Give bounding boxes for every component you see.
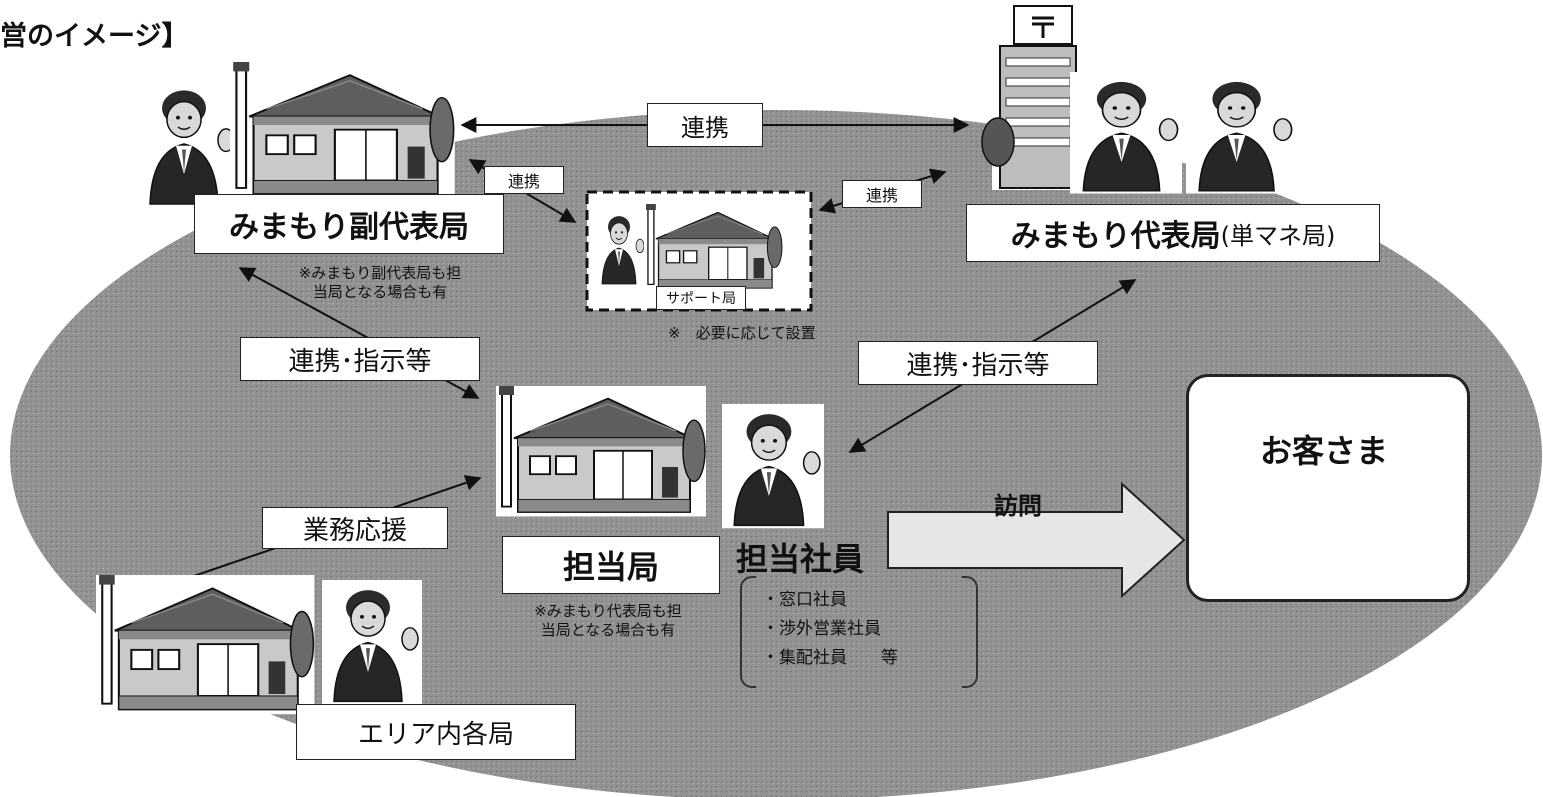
assigned-office-note: ※みまもり代表局も担 当局となる場合も有 (496, 602, 720, 640)
vice-office-note-line1: ※みまもり副代表局も担 (298, 264, 462, 282)
rep-office-suffix: (単マネ局) (1220, 221, 1336, 250)
assigned-office-label: 担当局 (502, 536, 720, 594)
area-offices-label: エリア内各局 (296, 704, 576, 760)
rep-office-name: みまもり代表局 (1010, 219, 1221, 254)
support-office-building-icon (643, 203, 784, 292)
support-office-note: ※ 必要に応じて設置 (668, 324, 816, 342)
rep-office-label: みまもり代表局(単マネ局) (966, 204, 1380, 262)
assigned-staff-list: ・窓口社員 ・渉外営業社員 ・集配社員 等 (740, 576, 978, 688)
instruct-right-label: 連携･指示等 (858, 341, 1098, 385)
assigned-office-building-icon (495, 385, 707, 518)
area-office-person-icon (321, 579, 423, 705)
staff-item: ・窓口社員 (762, 590, 847, 610)
rep-office-person2-icon (1185, 71, 1297, 195)
vice-office-note: ※みまもり副代表局も担 当局となる場合も有 (270, 264, 490, 302)
support-office-label: サポート局 (656, 286, 746, 310)
vice-office-note-line2: 当局となる場合も有 (312, 283, 448, 301)
support-office-person-icon (595, 209, 647, 287)
vice-office-building-icon (228, 60, 456, 200)
page-title: 営のイメージ】 (0, 21, 189, 52)
vice-office-label: みまもり副代表局 (194, 194, 504, 254)
visit-arrow (887, 481, 1186, 599)
staff-item: ・集配社員 等 (762, 648, 898, 668)
rep-office-building-icon (981, 4, 1078, 190)
business-support-label: 業務応援 (262, 507, 448, 549)
assigned-office-note-line2: 当局となる場合も有 (540, 621, 676, 639)
instruct-left-label: 連携･指示等 (240, 337, 480, 381)
area-office-building-icon (94, 573, 316, 716)
rep-office-person1-icon (1069, 71, 1183, 195)
staff-item: ・渉外営業社員 (762, 619, 881, 639)
assigned-office-note-line1: ※みまもり代表局も担 (534, 602, 682, 620)
customer-panel (1186, 374, 1470, 602)
sub-link-right-label: 連携 (842, 180, 922, 208)
vice-office-person-icon (137, 79, 239, 208)
sub-link-left-label: 連携 (484, 166, 564, 194)
visit-label: 訪問 (994, 492, 1042, 520)
main-link-label: 連携 (647, 103, 763, 147)
assigned-staff-title: 担当社員 (736, 540, 865, 578)
assigned-staff-person-icon (721, 403, 825, 529)
customer-label: お客さま (1260, 432, 1389, 470)
